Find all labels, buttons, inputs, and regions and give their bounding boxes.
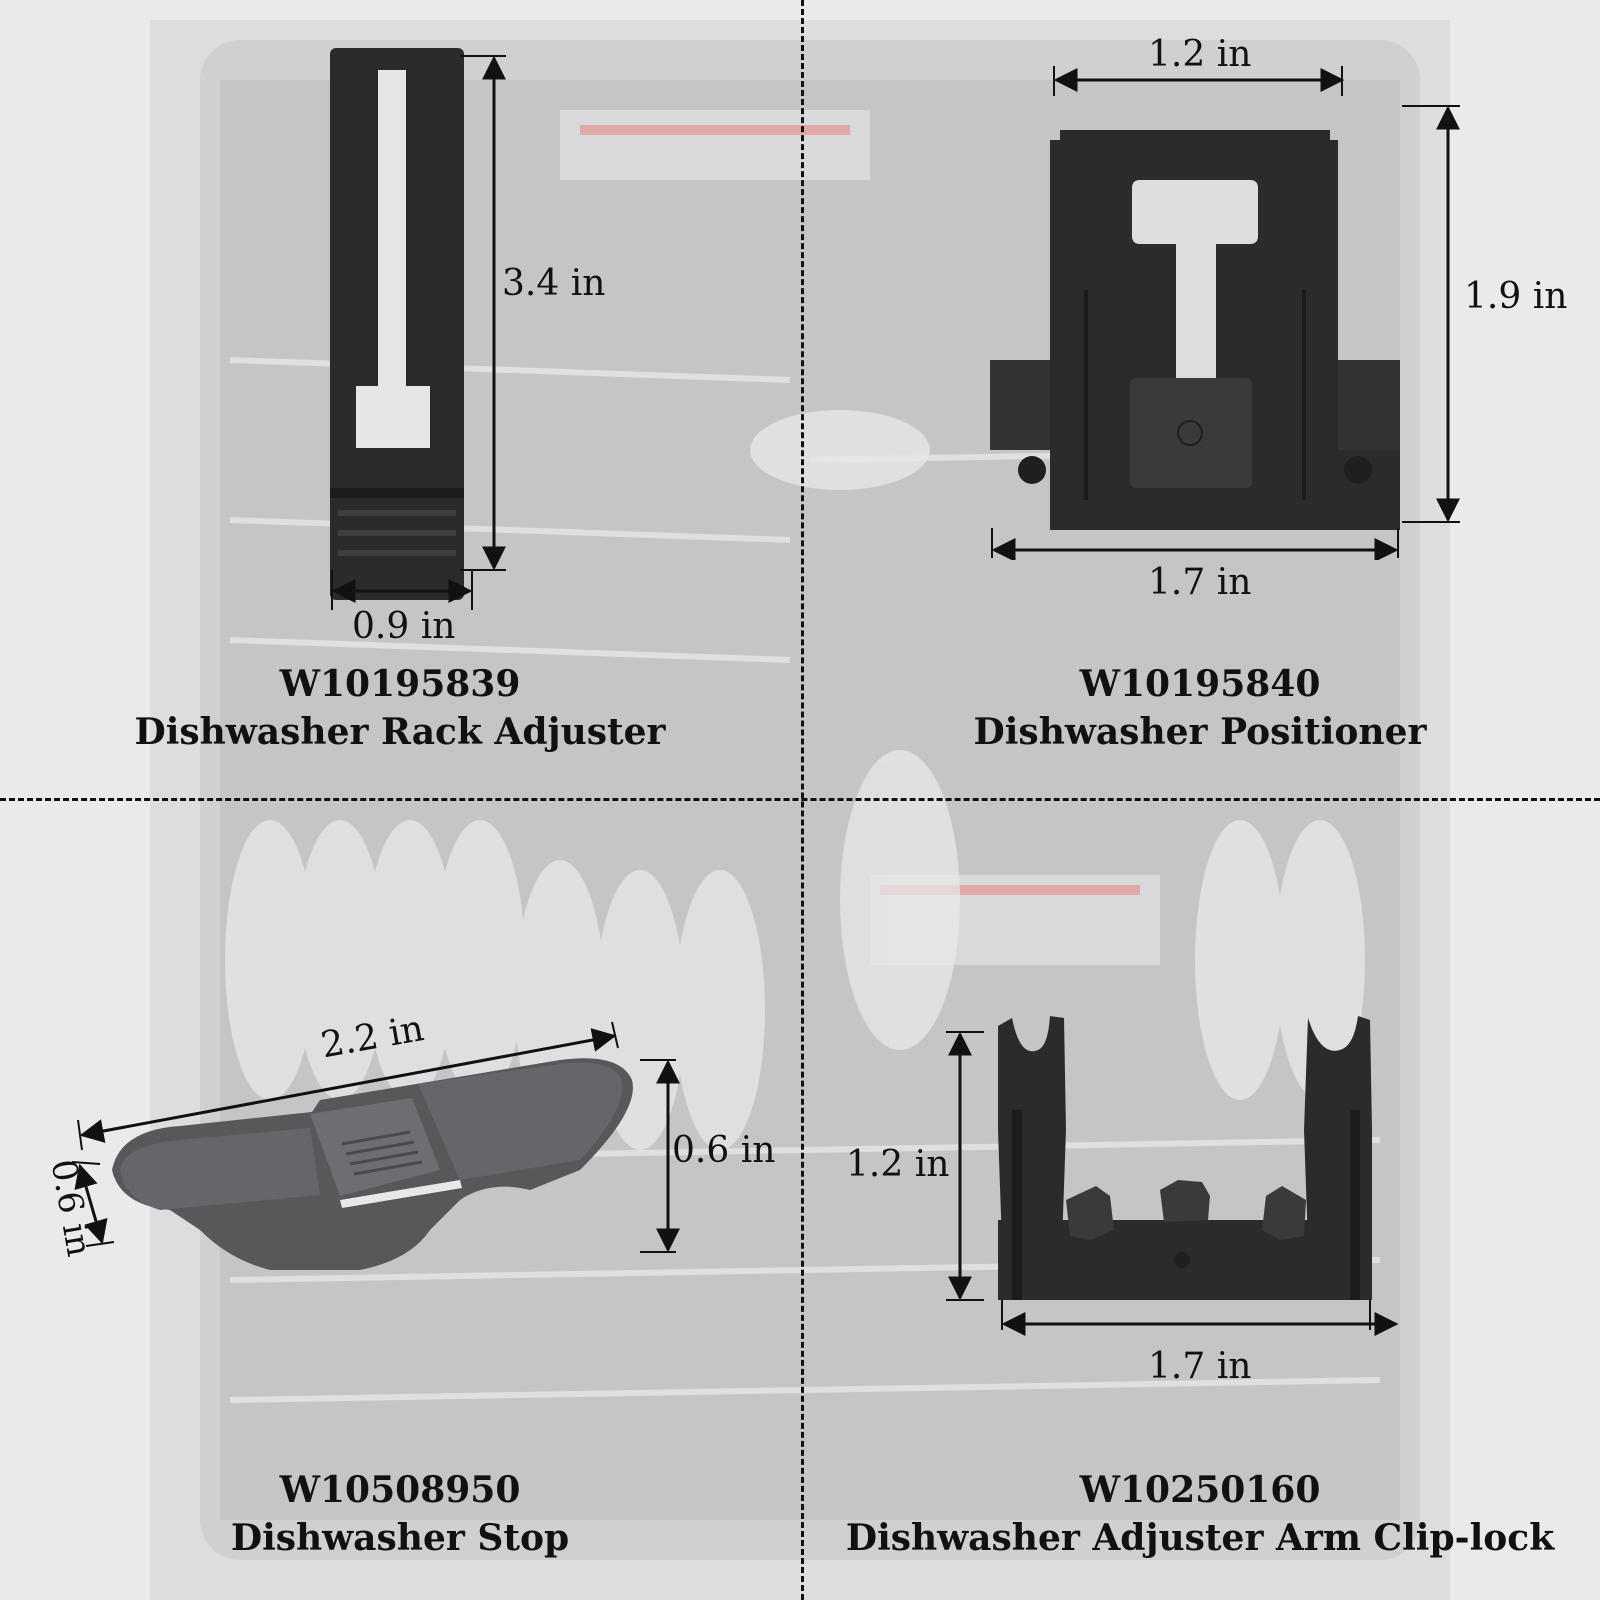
stop-height-label: 0.6 in xyxy=(672,1130,776,1171)
part-name: Dishwasher Rack Adjuster xyxy=(134,711,666,753)
rack-adjuster-illustration xyxy=(330,48,506,610)
rack-adjuster-width-label: 0.9 in xyxy=(352,606,456,647)
clip-lock-width-label: 1.7 in xyxy=(1148,1346,1252,1387)
positioner-caption: W10195840 Dishwasher Positioner xyxy=(900,660,1500,756)
positioner-illustration xyxy=(990,66,1460,560)
rack-adjuster-height-label: 3.4 in xyxy=(502,263,606,304)
clip-lock-illustration xyxy=(946,1016,1372,1330)
part-name: Dishwasher Positioner xyxy=(973,711,1427,753)
stop-illustration: 0.6 in xyxy=(71,1021,680,1270)
part-number: W10195839 xyxy=(279,663,521,705)
part-number: W10195840 xyxy=(1079,663,1321,705)
positioner-bottom-width-label: 1.7 in xyxy=(1148,562,1252,603)
clip-lock-width-arrow xyxy=(1001,1312,1399,1336)
stop-caption: W10508950 Dishwasher Stop xyxy=(100,1466,700,1562)
clip-lock-height-label: 1.2 in xyxy=(846,1144,950,1185)
rack-adjuster-caption: W10195839 Dishwasher Rack Adjuster xyxy=(100,660,700,756)
part-name: Dishwasher Stop xyxy=(230,1517,570,1559)
clip-lock-caption: W10250160 Dishwasher Adjuster Arm Clip-l… xyxy=(840,1466,1560,1562)
part-number: W10250160 xyxy=(1079,1469,1321,1511)
horizontal-divider xyxy=(0,798,1600,801)
part-name: Dishwasher Adjuster Arm Clip-lock xyxy=(845,1517,1555,1559)
depth-dimension-arrow xyxy=(74,1163,108,1245)
length-dimension-arrow xyxy=(79,1028,617,1143)
positioner-top-width-label: 1.2 in xyxy=(1148,34,1252,75)
positioner-height-label: 1.9 in xyxy=(1464,276,1568,317)
part-number: W10508950 xyxy=(279,1469,521,1511)
